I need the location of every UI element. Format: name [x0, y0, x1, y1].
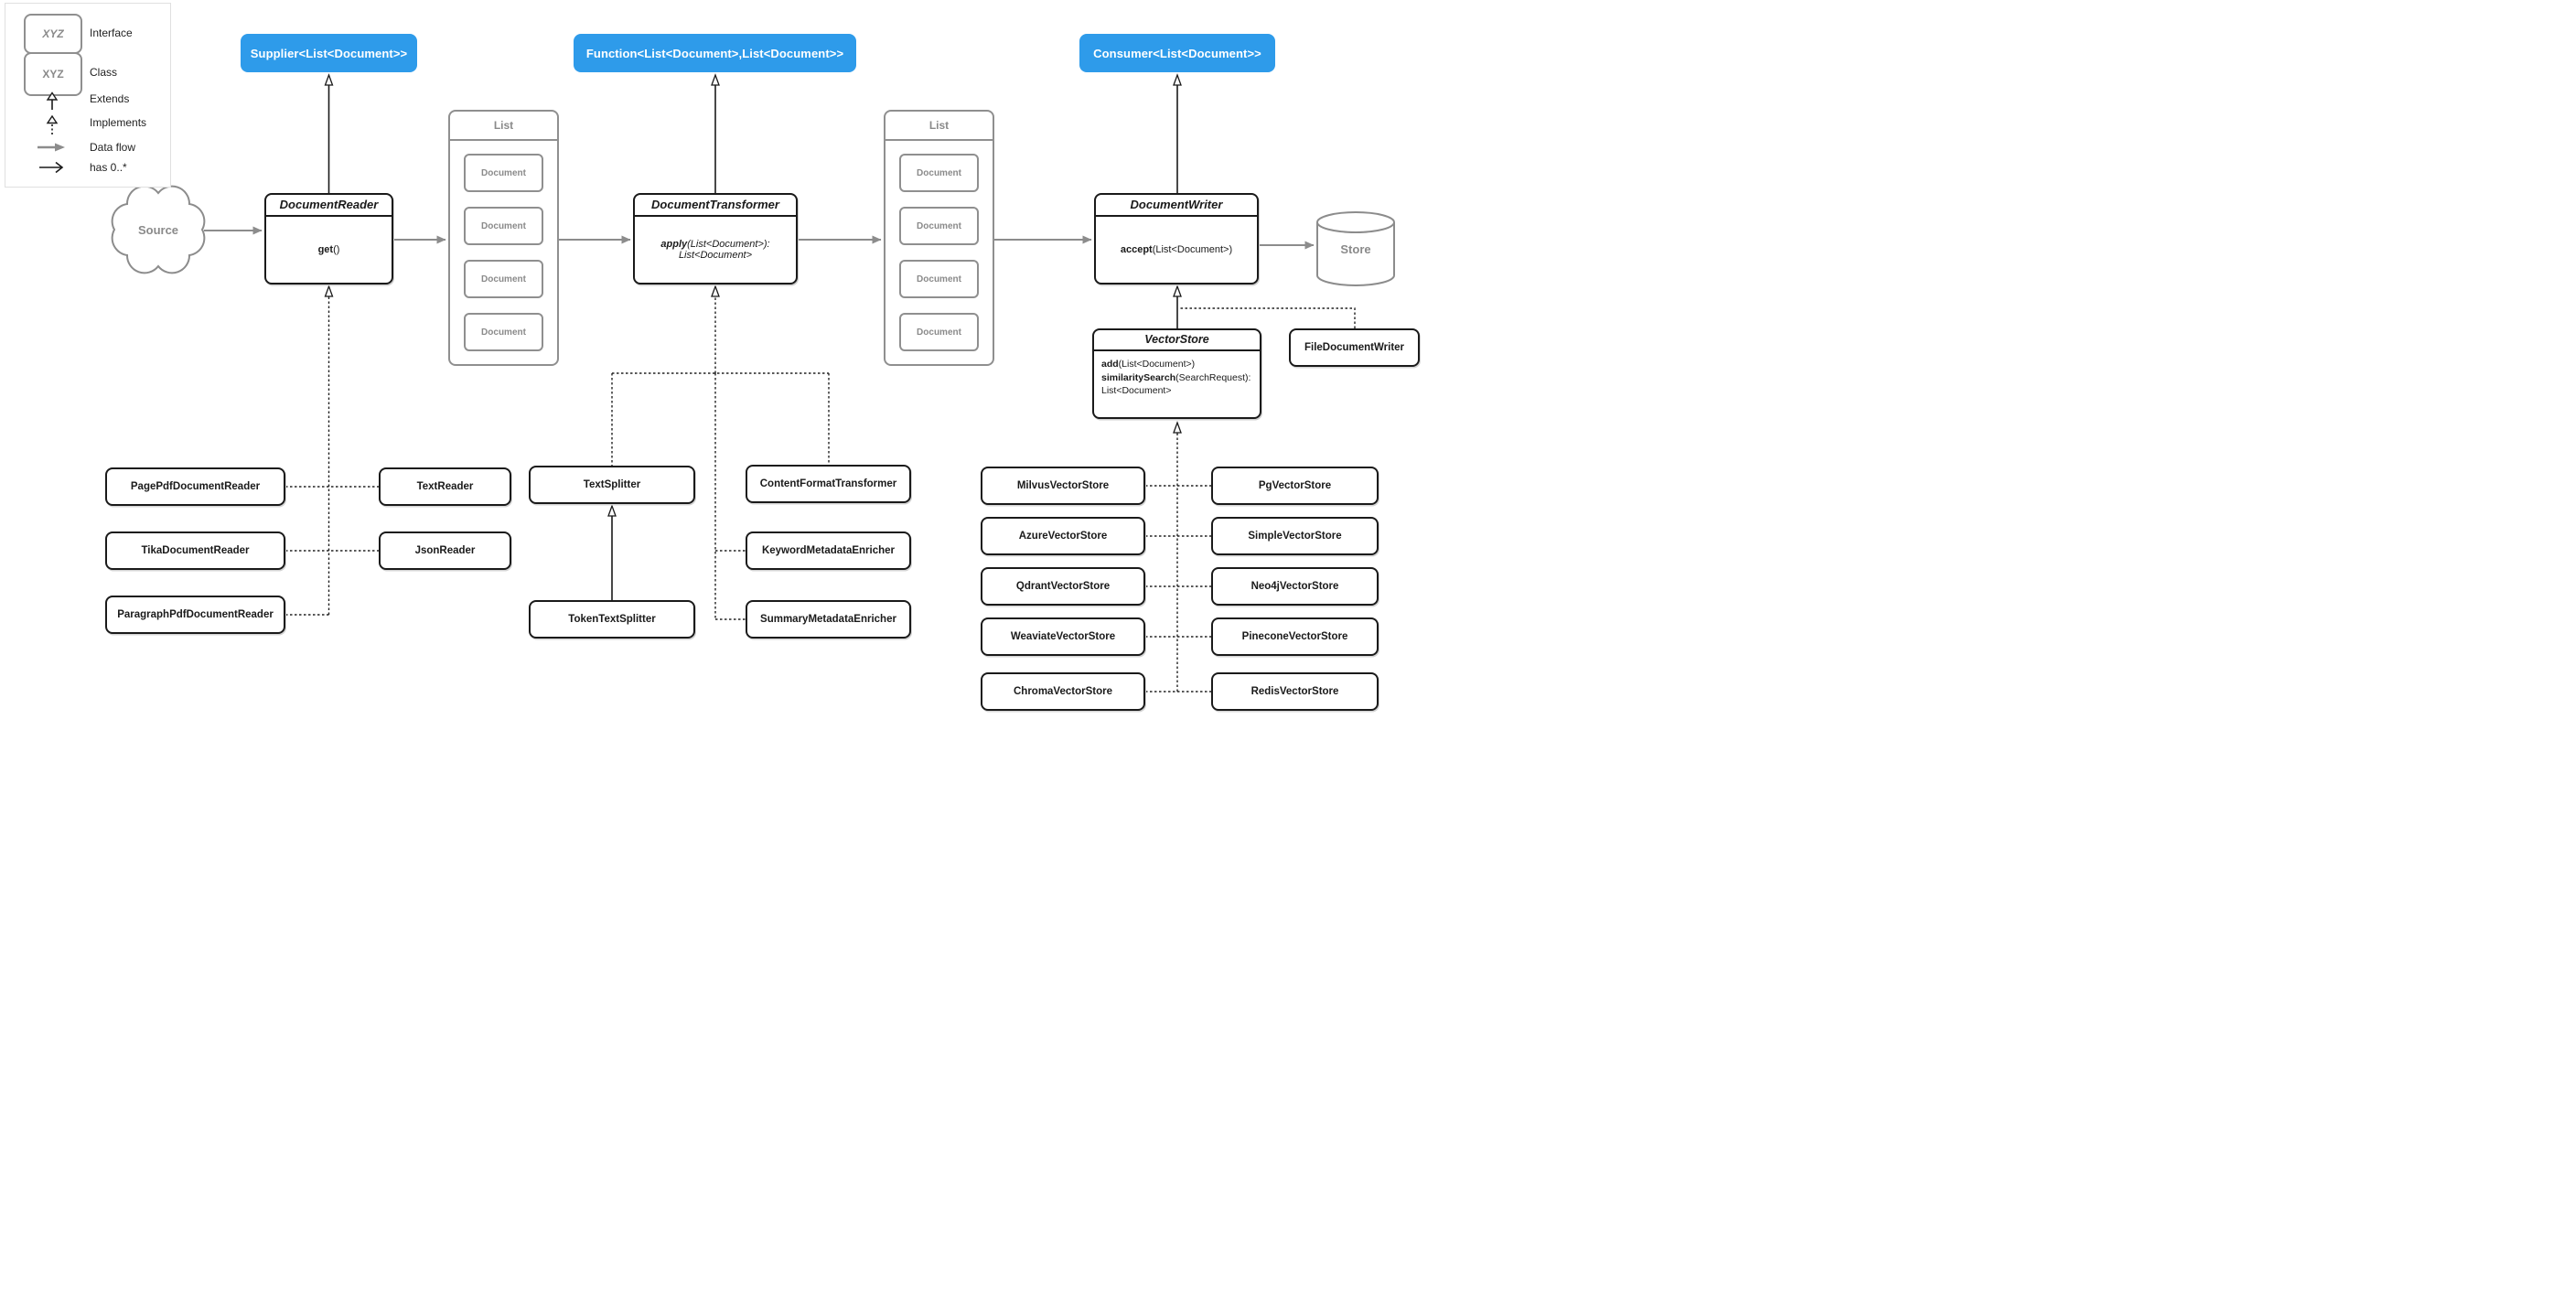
document-transformer-title: DocumentTransformer: [635, 195, 796, 217]
list2-title: List: [886, 112, 993, 141]
class-neo4j-vector-store: Neo4jVectorStore: [1211, 567, 1379, 606]
interface-document-reader: DocumentReader get(): [264, 193, 393, 284]
legend-class-label: Class: [90, 66, 118, 79]
etl-pipeline-diagram: XYZ Interface XYZ Class Extends Implemen…: [0, 0, 1434, 723]
has-arrow-icon: [39, 161, 64, 174]
legend-interface-label: Interface: [90, 27, 133, 39]
vector-store-title: VectorStore: [1094, 330, 1260, 351]
class-simple-vector-store: SimpleVectorStore: [1211, 517, 1379, 555]
list2-document-1: Document: [899, 154, 979, 192]
interface-consumer: Consumer<List<Document>>: [1079, 34, 1275, 72]
document-transformer-method: apply(List<Document>): List<Document>: [660, 239, 770, 261]
class-keyword-metadata-enricher: KeywordMetadataEnricher: [746, 531, 911, 570]
class-file-document-writer: FileDocumentWriter: [1289, 328, 1420, 367]
class-paragraph-pdf-document-reader: ParagraphPdfDocumentReader: [105, 596, 285, 634]
legend-interface-sample: XYZ: [24, 14, 82, 54]
class-chroma-vector-store: ChromaVectorStore: [981, 672, 1145, 711]
list2-document-4: Document: [899, 313, 979, 351]
interface-supplier: Supplier<List<Document>>: [241, 34, 417, 72]
extends-arrow-icon: [46, 91, 59, 110]
legend-class-sample: XYZ: [24, 52, 82, 96]
class-qdrant-vector-store: QdrantVectorStore: [981, 567, 1145, 606]
list1-document-1: Document: [464, 154, 543, 192]
list2-document-3: Document: [899, 260, 979, 298]
document-writer-title: DocumentWriter: [1096, 195, 1257, 217]
class-tika-document-reader: TikaDocumentReader: [105, 531, 285, 570]
source-label: Source: [137, 222, 179, 237]
class-content-format-transformer: ContentFormatTransformer: [746, 465, 911, 503]
legend-extends-label: Extends: [90, 92, 130, 105]
list1-title: List: [450, 112, 557, 141]
dataflow-arrow-icon: [38, 143, 65, 152]
class-token-text-splitter: TokenTextSplitter: [529, 600, 695, 639]
source-cloud-shape: [111, 185, 206, 274]
document-reader-method: get(): [317, 244, 340, 255]
interface-vector-store: VectorStore add(List<Document>) similari…: [1092, 328, 1261, 419]
store-label: Store: [1340, 242, 1371, 256]
interface-document-writer: DocumentWriter accept(List<Document>): [1094, 193, 1259, 284]
legend-implements-label: Implements: [90, 116, 147, 129]
implements-arrow-icon: [46, 114, 59, 134]
class-milvus-vector-store: MilvusVectorStore: [981, 467, 1145, 505]
vector-store-methods: add(List<Document>) similaritySearch(Sea…: [1101, 359, 1251, 396]
store-cylinder-body: [1316, 222, 1395, 286]
class-text-reader: TextReader: [379, 467, 511, 506]
class-page-pdf-document-reader: PagePdfDocumentReader: [105, 467, 285, 506]
legend-dataflow-label: Data flow: [90, 141, 136, 154]
class-azure-vector-store: AzureVectorStore: [981, 517, 1145, 555]
class-text-splitter: TextSplitter: [529, 466, 695, 504]
class-pg-vector-store: PgVectorStore: [1211, 467, 1379, 505]
legend: XYZ Interface XYZ Class Extends Implemen…: [5, 3, 171, 188]
document-reader-title: DocumentReader: [266, 195, 392, 217]
list2-document-2: Document: [899, 207, 979, 245]
class-weaviate-vector-store: WeaviateVectorStore: [981, 617, 1145, 656]
class-summary-metadata-enricher: SummaryMetadataEnricher: [746, 600, 911, 639]
list1-document-4: Document: [464, 313, 543, 351]
class-redis-vector-store: RedisVectorStore: [1211, 672, 1379, 711]
interface-function: Function<List<Document>,List<Document>>: [574, 34, 856, 72]
list1-document-2: Document: [464, 207, 543, 245]
class-json-reader: JsonReader: [379, 531, 511, 570]
store-cylinder-top: [1316, 211, 1395, 233]
list1-document-3: Document: [464, 260, 543, 298]
legend-has-label: has 0..*: [90, 161, 127, 174]
interface-document-transformer: DocumentTransformer apply(List<Document>…: [633, 193, 798, 284]
connector-layer: [111, 73, 1395, 692]
implements-filewriter-line: [1180, 307, 1356, 328]
document-writer-method: accept(List<Document>): [1120, 244, 1233, 255]
class-pinecone-vector-store: PineconeVectorStore: [1211, 617, 1379, 656]
